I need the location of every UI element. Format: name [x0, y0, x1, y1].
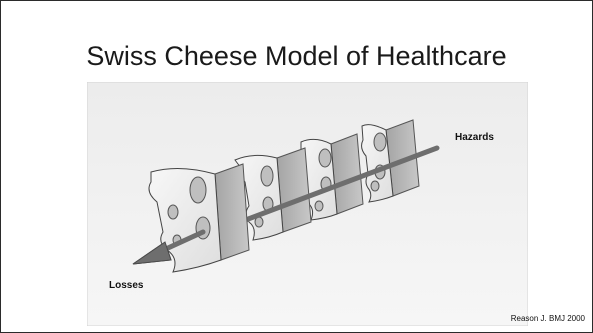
losses-label: Losses: [109, 280, 144, 291]
citation: Reason J. BMJ 2000: [511, 314, 585, 323]
swiss-cheese-illustration: Hazards Losses: [87, 82, 528, 326]
hazards-label: Hazards: [455, 132, 494, 143]
slide-title: Swiss Cheese Model of Healthcare: [1, 41, 592, 72]
swiss-cheese-figure: Hazards Losses: [87, 82, 528, 326]
cheese-slice-4: [362, 120, 419, 202]
